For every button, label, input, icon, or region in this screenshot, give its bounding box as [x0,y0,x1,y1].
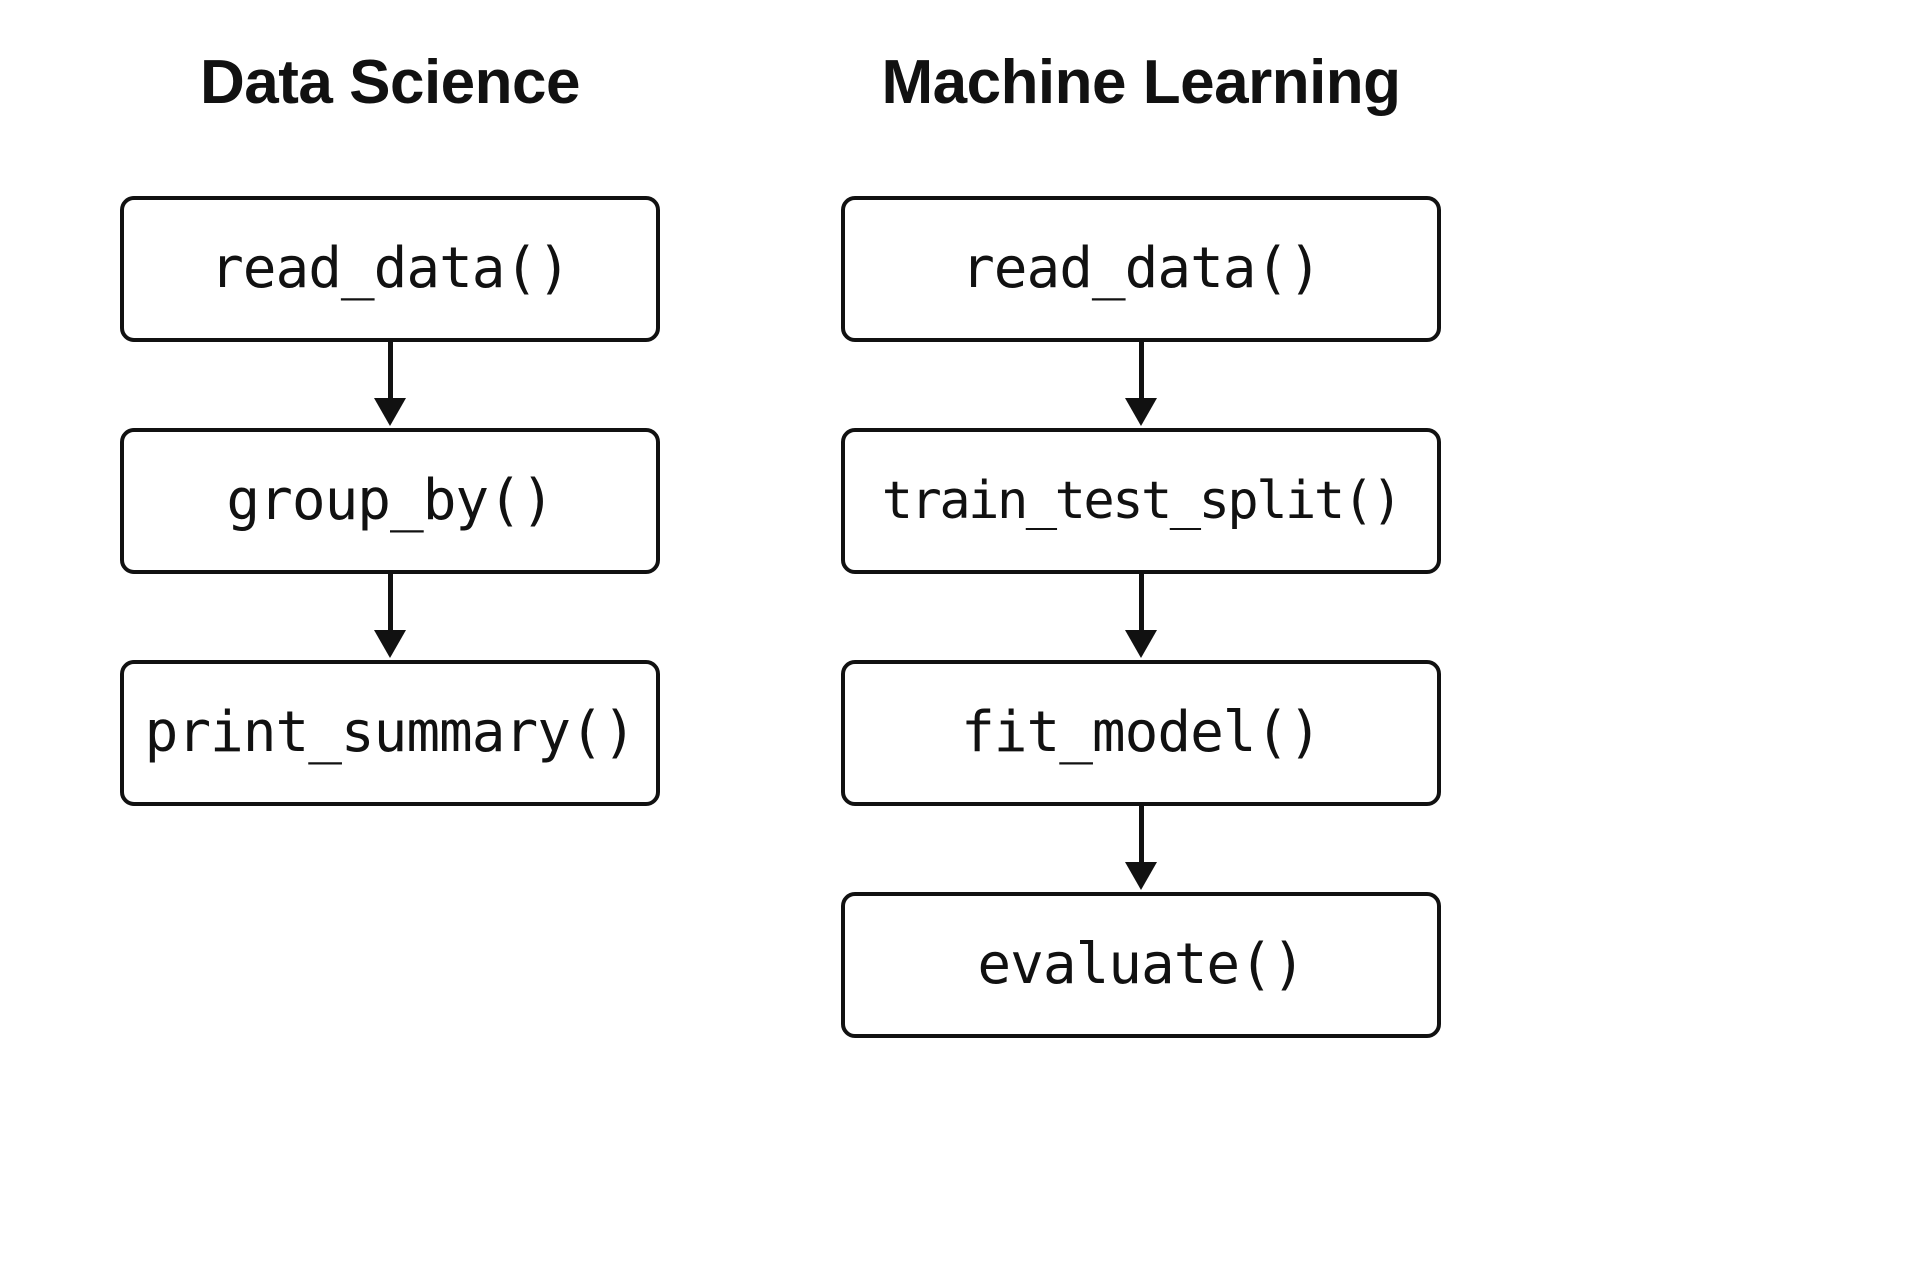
node-print-summary-ds[interactable]: print_summary() [120,660,660,806]
down-arrow-icon [370,342,410,428]
arrow-head [1125,630,1157,658]
arrow-head [374,630,406,658]
arrow-head [1125,398,1157,426]
column-machine-learning: Machine Learning read_data() train_test_… [841,0,1441,1280]
down-arrow-icon [1121,574,1161,660]
down-arrow-icon [1121,342,1161,428]
node-label: fit_model() [961,700,1322,765]
node-label: evaluate() [977,932,1305,997]
node-label: print_summary() [144,700,637,765]
node-fit-model-ml[interactable]: fit_model() [841,660,1441,806]
node-read-data-ml[interactable]: read_data() [841,196,1441,342]
node-label: read_data() [961,236,1322,301]
node-group-by-ds[interactable]: group_by() [120,428,660,574]
arrow-shaft [387,342,393,402]
column-title-machine-learning: Machine Learning [881,48,1401,117]
node-read-data-ds[interactable]: read_data() [120,196,660,342]
arrow-shaft [387,574,393,634]
arrow-shaft [1138,574,1144,634]
node-train-test-split-ml[interactable]: train_test_split() [841,428,1441,574]
column-data-science: Data Science read_data() group_by() prin… [120,0,660,1280]
arrow-shaft [1138,806,1144,866]
down-arrow-icon [1121,806,1161,892]
down-arrow-icon [370,574,410,660]
arrow-head [374,398,406,426]
arrow-head [1125,862,1157,890]
node-label: group_by() [226,468,554,533]
column-title-data-science: Data Science [200,48,581,117]
node-evaluate-ml[interactable]: evaluate() [841,892,1441,1038]
arrow-shaft [1138,342,1144,402]
node-label: train_test_split() [881,471,1403,531]
node-label: read_data() [210,236,571,301]
